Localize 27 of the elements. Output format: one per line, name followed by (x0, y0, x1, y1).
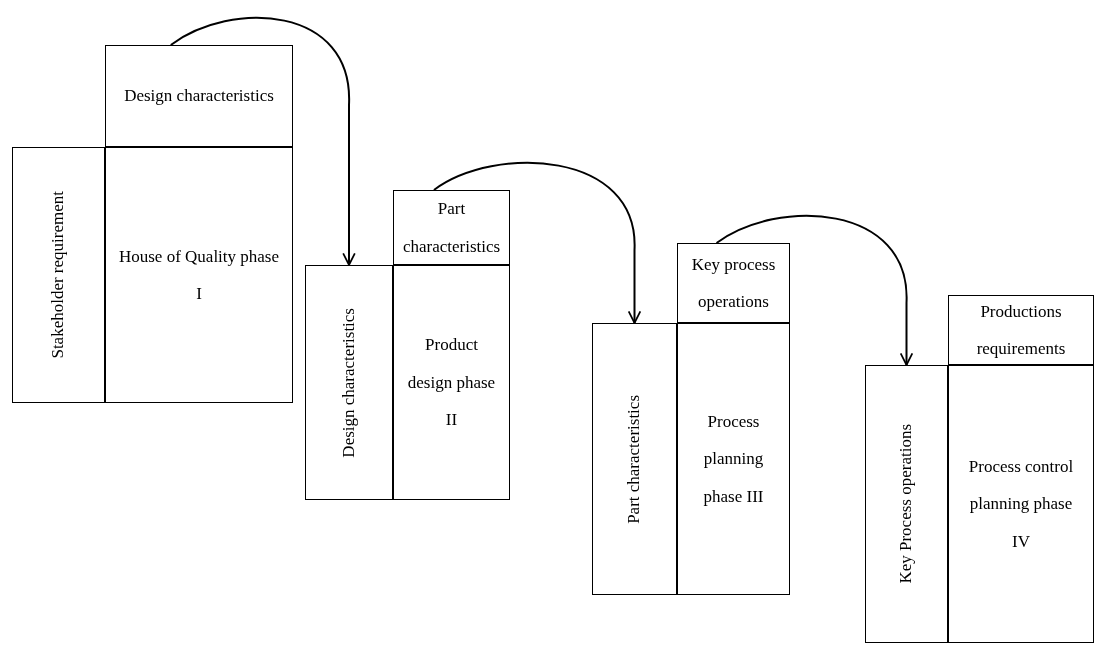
curved-arrow (432, 162, 642, 324)
column-header-box (948, 295, 1094, 365)
column-header-box (105, 45, 293, 147)
row-header-box (592, 323, 677, 595)
box-label: Design characteristics (338, 307, 359, 458)
row-header-box (865, 365, 948, 643)
column-header-box (393, 190, 510, 265)
box-label: Design characteristics (123, 85, 275, 108)
box-label: Key Process operations (896, 424, 917, 584)
box-label: Part characteristics (624, 394, 645, 524)
box-label: Key process operations (690, 253, 777, 313)
box-label: Stakeholder requirement (48, 191, 69, 359)
box-label: Process control planning phase IV (967, 455, 1075, 553)
row-header-box (305, 265, 393, 500)
box-label: Productions requirements (975, 300, 1067, 360)
curved-arrow (169, 17, 356, 266)
curved-arrow (715, 215, 914, 366)
box-label: Product design phase II (406, 334, 497, 432)
box-label: House of Quality phase I (117, 245, 281, 305)
matrix-box (105, 147, 293, 403)
matrix-box (677, 323, 790, 595)
matrix-box (393, 265, 510, 500)
matrix-box (948, 365, 1094, 643)
box-label: Part characteristics (401, 198, 502, 258)
row-header-box (12, 147, 105, 403)
box-label: Process planning phase III (702, 410, 765, 508)
column-header-box (677, 243, 790, 323)
